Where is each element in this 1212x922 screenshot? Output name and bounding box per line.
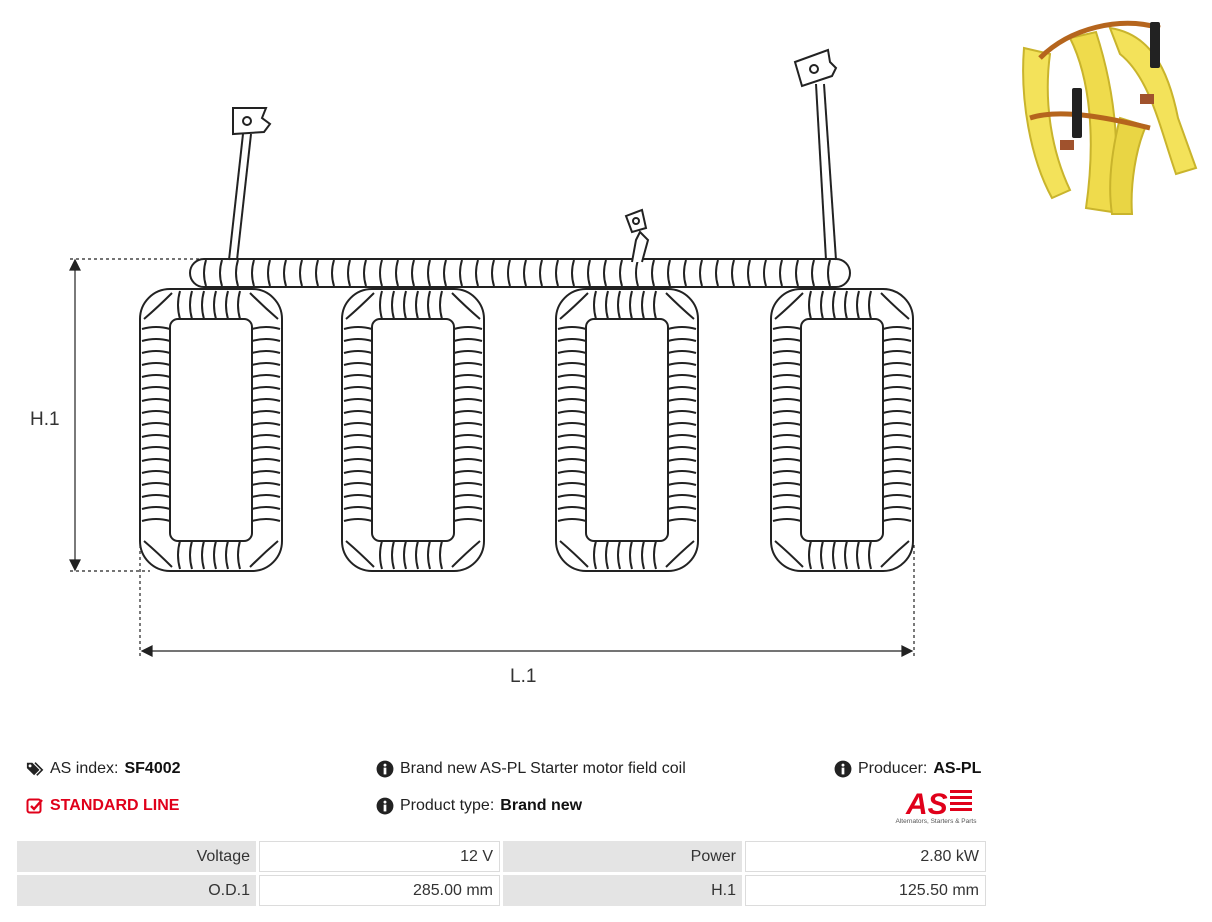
as-index: AS index: SF4002 (26, 760, 181, 778)
producer-value: AS-PL (933, 760, 982, 777)
as-index-value: SF4002 (124, 760, 181, 777)
field-coil-technical-drawing (69, 48, 915, 657)
spec-value: 12 V (259, 841, 500, 872)
logo-subtitle: Alternators, Starters & Parts (895, 818, 977, 825)
product-type: Product type: Brand new (376, 797, 582, 815)
product-type-label: Product type: (400, 797, 495, 814)
info-circle-icon (376, 760, 394, 778)
spec-label: H.1 (503, 875, 742, 906)
logo-mark: AS (905, 788, 948, 821)
height-dimension-label: H.1 (30, 409, 60, 430)
table-row: Voltage 12 V Power 2.80 kW (17, 841, 986, 872)
producer-label: Producer: (858, 760, 928, 777)
check-square-icon (26, 798, 43, 814)
spec-label: Power (503, 841, 742, 872)
product-description-text: Brand new AS-PL Starter motor field coil (400, 760, 686, 777)
spec-value: 285.00 mm (259, 875, 500, 906)
spec-label: O.D.1 (17, 875, 256, 906)
info-circle-icon (834, 760, 852, 778)
product-type-value: Brand new (500, 797, 583, 814)
product-description: Brand new AS-PL Starter motor field coil (376, 760, 686, 778)
spec-label: Voltage (17, 841, 256, 872)
info-circle-icon (376, 797, 394, 815)
product-photo (1022, 20, 1198, 215)
standard-line-badge: STANDARD LINE (26, 797, 179, 815)
as-pl-logo: AS (905, 788, 972, 821)
spec-value: 2.80 kW (745, 841, 986, 872)
as-index-label: AS index: (50, 760, 119, 777)
tags-icon (26, 762, 44, 776)
length-dimension-label: L.1 (510, 666, 537, 687)
spec-value: 125.50 mm (745, 875, 986, 906)
table-row: O.D.1 285.00 mm H.1 125.50 mm (17, 875, 986, 906)
standard-line-label: STANDARD LINE (50, 797, 180, 814)
producer: Producer: AS-PL (834, 760, 981, 778)
spec-table: Voltage 12 V Power 2.80 kW O.D.1 285.00 … (14, 838, 989, 909)
